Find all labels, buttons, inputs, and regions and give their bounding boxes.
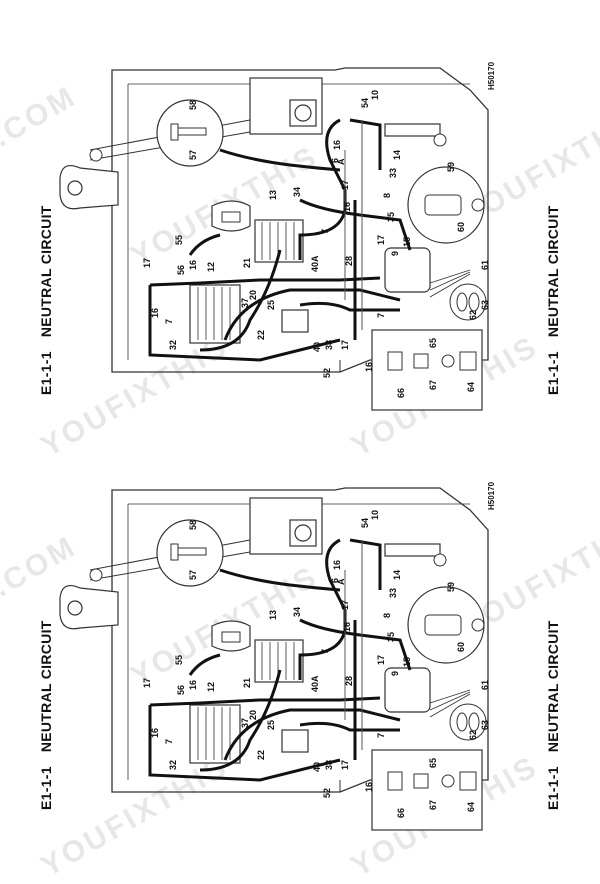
manual-page: .COM YOUFIXTHIS YOUFIXTHIS YOUFIXTHIS YO… <box>0 62 600 883</box>
neutral-circuit-diagram-bottom <box>58 486 492 832</box>
diagram-svg: 10 54 16 6 14 33 17 8 34 13 35 16 7 17 9… <box>58 66 492 832</box>
neutral-circuit-diagram-top <box>58 66 492 412</box>
